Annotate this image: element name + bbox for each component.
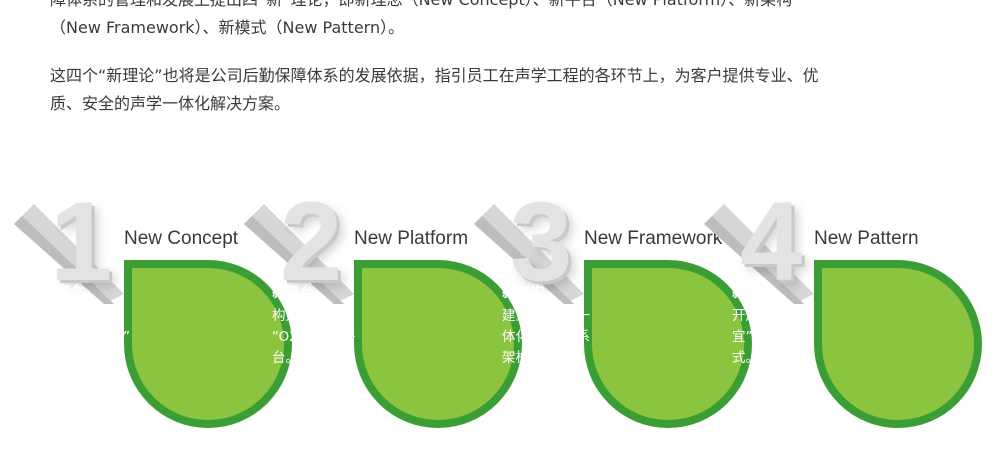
card-body: 构建完善的 “O2O”管理平 台。 (272, 306, 388, 369)
leaf-badge (124, 260, 292, 428)
intro-paragraph: 障体系的管理和发展上提出四“新”理论，即新理念（New Concept）、新平台… (50, 0, 960, 42)
card-body-line: 开启“因地制 (732, 308, 807, 324)
card-title: New Pattern (814, 228, 919, 249)
card-body-line: 服务理念。 (42, 350, 110, 366)
summary-line-2: 质、安全的声学一体化解决方案。 (50, 94, 291, 113)
card-title: New Concept (124, 228, 239, 249)
diagonal-stripe-decoration (474, 204, 584, 304)
leaf-badge (584, 260, 752, 428)
card-body-line: 品、精益求精” (42, 329, 130, 345)
card-new-pattern: 4 New Pattern 新模式 开启“因地制 宜”的管理模 式。 (704, 186, 982, 436)
card-body-line: 树立“精工精 (42, 308, 117, 324)
card-body-line: 建立科学的“一 (502, 308, 590, 324)
card-heading: 新模式 (732, 285, 774, 301)
card-heading: 新理念 (42, 285, 84, 301)
card-number: 2 (280, 179, 343, 304)
card-body: 建立科学的“一 体化”保障体系 架构。 (502, 306, 618, 369)
leaf-badge (354, 260, 522, 428)
summary-line-1: 这四个“新理论”也将是公司后勤保障体系的发展依据，指引员工在声学工程的各环节上，… (50, 66, 819, 85)
card-body-line: 架构。 (502, 350, 543, 366)
leaf-badge-inner (592, 268, 744, 420)
diagonal-stripe-decoration (704, 204, 814, 304)
card-heading: 新平台 (272, 285, 314, 301)
card-title: New Framework (584, 228, 723, 249)
card-number: 3 (510, 179, 573, 304)
card-body-line: 式。 (732, 350, 759, 366)
card-number: 1 (50, 179, 113, 304)
intro-line-1: 障体系的管理和发展上提出四“新”理论，即新理念（New Concept）、新平台… (50, 0, 960, 14)
card-number: 4 (740, 179, 803, 304)
diagonal-stripe-decoration (244, 204, 354, 304)
card-heading: 新架构 (502, 285, 544, 301)
card-body: 树立“精工精 品、精益求精” 服务理念。 (42, 306, 158, 369)
leaf-badge-inner (362, 268, 514, 420)
leaf-badge (814, 260, 982, 428)
card-body-line: 台。 (272, 350, 299, 366)
diagonal-stripe-decoration (14, 204, 124, 304)
card-body-line: 构建完善的 (272, 308, 340, 324)
card-body-line: 宜”的管理模 (732, 329, 807, 345)
leaf-badge-inner (132, 268, 284, 420)
card-title: New Platform (354, 228, 469, 249)
leaf-badge-inner (822, 268, 974, 420)
card-body: 开启“因地制 宜”的管理模 式。 (732, 306, 848, 369)
card-new-concept: 1 New Concept 新理念 树立“精工精 品、精益求精” 服务理念。 (14, 186, 292, 436)
card-new-framework: 3 New Framework 新架构 建立科学的“一 体化”保障体系 架构。 (474, 186, 752, 436)
summary-paragraph: 这四个“新理论”也将是公司后勤保障体系的发展依据，指引员工在声学工程的各环节上，… (50, 62, 960, 118)
card-new-platform: 2 New Platform 新平台 构建完善的 “O2O”管理平 台。 (244, 186, 522, 436)
card-body-line: 体化”保障体系 (502, 329, 590, 345)
card-body-line: “O2O”管理平 (272, 329, 356, 345)
intro-line-2: （New Framework）、新模式（New Pattern）。 (50, 18, 405, 37)
